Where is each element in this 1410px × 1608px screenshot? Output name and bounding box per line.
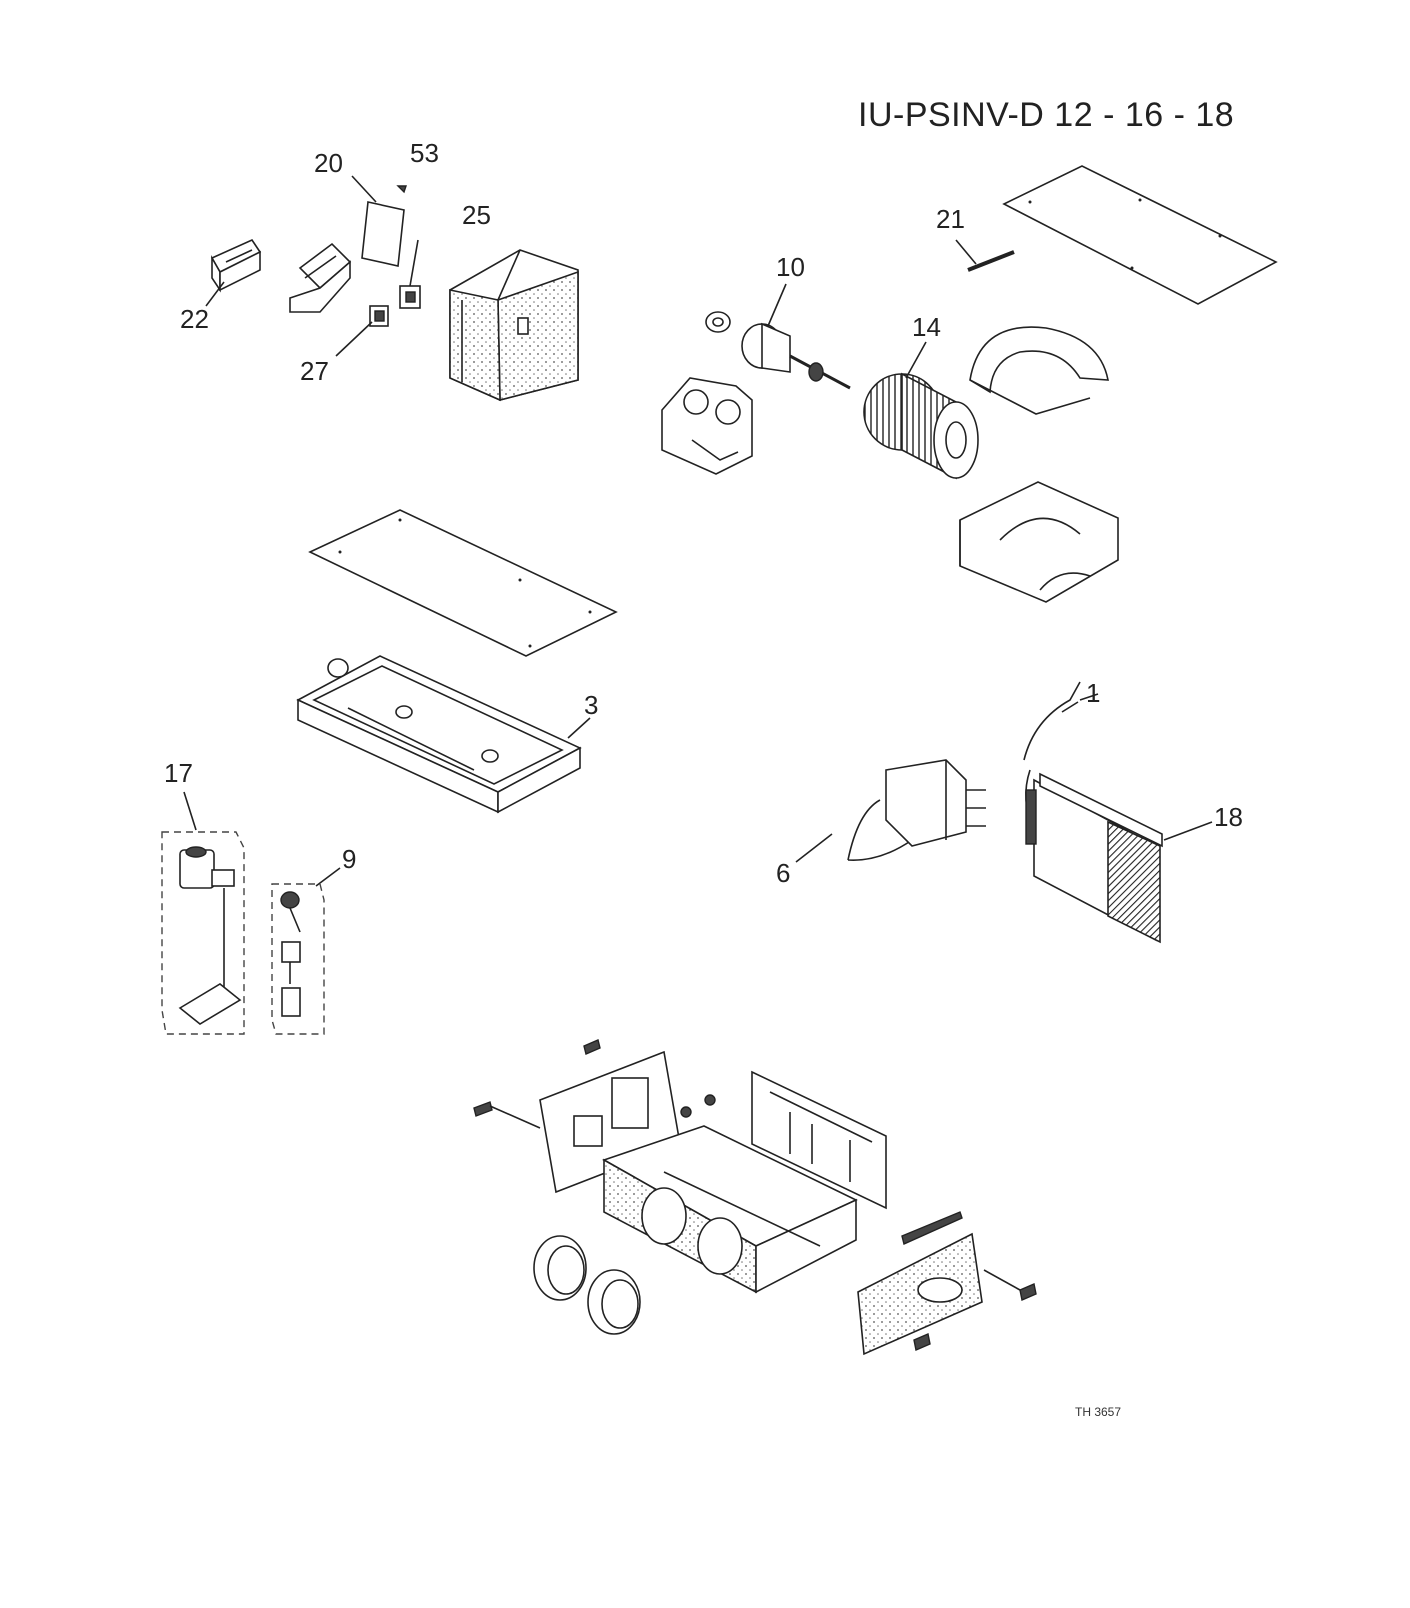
callout-3: 3 (584, 690, 598, 720)
diagram-title: IU-PSINV-D 12 - 16 - 18 (858, 96, 1235, 134)
fan-scroll-lower (959, 481, 1119, 603)
callout-22: 22 (180, 304, 209, 334)
chassis-base (602, 1125, 858, 1294)
part-6-pipe-connections (847, 759, 986, 861)
fan-motor-support (661, 377, 753, 475)
callout-labels: 20 53 25 22 27 21 10 14 3 17 9 1 18 6 (164, 138, 1243, 888)
callout-10: 10 (776, 252, 805, 282)
part-9-float-switch (271, 883, 325, 1035)
part-27-relay (369, 305, 389, 327)
duct-collar-left (533, 1235, 587, 1301)
part-22-connector (210, 238, 262, 293)
mounting-clips (473, 1039, 1037, 1351)
callout-18: 18 (1214, 802, 1243, 832)
electrical-box (449, 249, 579, 402)
chassis-front-panel (857, 1211, 983, 1356)
motor-grommet (705, 311, 731, 333)
part-18-coil (1025, 772, 1163, 944)
part-17-pump-assembly (161, 831, 245, 1035)
part-bracket (289, 242, 352, 313)
callout-21: 21 (936, 204, 965, 234)
part-20-pcb (361, 201, 405, 267)
duct-collar-right (587, 1269, 641, 1335)
chassis-back-panel (751, 1070, 887, 1210)
part-21-rod (967, 250, 1015, 272)
part-25-switch (399, 285, 421, 309)
drawing-reference: TH 3657 (1075, 1405, 1122, 1419)
part-14-fan-wheel (863, 372, 979, 480)
callout-1: 1 (1086, 678, 1100, 708)
part-3-drain-pan (296, 655, 582, 814)
fan-scroll-upper (969, 326, 1109, 415)
callout-20: 20 (314, 148, 343, 178)
leader-lines (183, 175, 1213, 887)
callout-14: 14 (912, 312, 941, 342)
top-cover-panel (1002, 165, 1278, 305)
callout-9: 9 (342, 844, 356, 874)
callout-6: 6 (776, 858, 790, 888)
part-53-screw (396, 185, 407, 194)
callout-25: 25 (462, 200, 491, 230)
callout-27: 27 (300, 356, 329, 386)
callout-17: 17 (164, 758, 193, 788)
part-10-fan-motor (741, 322, 851, 390)
callout-53: 53 (410, 138, 439, 168)
access-panel (308, 509, 618, 657)
